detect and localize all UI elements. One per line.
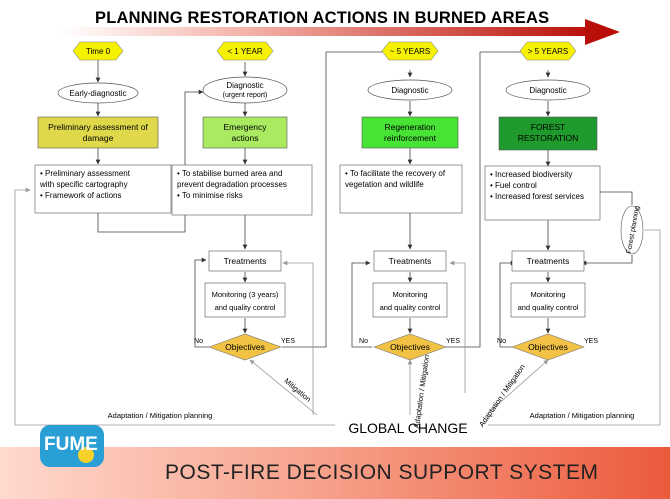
- monitoring-label-0: Monitoring (3 years): [212, 290, 279, 299]
- no-label-0: No: [194, 338, 203, 345]
- diagnostic-label-2: Diagnostic: [391, 86, 428, 95]
- objectives-diamond-2: [511, 333, 585, 361]
- action-box-1: [202, 116, 288, 149]
- monitoring-label-2: Monitoring: [530, 290, 565, 299]
- monitoring-label-1-b: and quality control: [380, 303, 441, 312]
- action-label-2: Regeneration: [384, 122, 435, 132]
- connectors: [95, 51, 633, 348]
- action-label-2-b: reinforcement: [384, 133, 437, 143]
- objective-line-1-2: • To minimise risks: [177, 191, 243, 200]
- treatments-box-0: [208, 250, 282, 272]
- diagnostic-ellipse-0: [57, 82, 139, 104]
- time-hexagon-1: [216, 41, 274, 61]
- forest-planning-ellipse: [620, 205, 644, 255]
- objective-line-0-2: • Framework of actions: [40, 191, 122, 200]
- yes-label-0: YES: [281, 338, 295, 345]
- footer-band: [0, 447, 670, 499]
- objective-line-3-1: • Fuel control: [490, 181, 537, 190]
- objectives-diamond-label-2: Objectives: [528, 342, 568, 352]
- treatments-box-1: [373, 250, 447, 272]
- objective-line-0-0: • Preliminary assessment: [40, 169, 131, 178]
- objectives-diamond-0: [208, 333, 282, 361]
- objective-line-3-2: • Increased forest services: [490, 192, 584, 201]
- footer-title: POST-FIRE DECISION SUPPORT SYSTEM: [165, 461, 599, 484]
- monitoring-label-0-b: and quality control: [215, 303, 276, 312]
- diagram-title: PLANNING RESTORATION ACTIONS IN BURNED A…: [95, 9, 550, 27]
- objective-line-2-0: • To facilitate the recovery of: [345, 169, 446, 178]
- monitoring-label-1: Monitoring: [392, 290, 427, 299]
- time-hexagon-3: [519, 41, 577, 61]
- treatments-label-2: Treatments: [527, 256, 570, 266]
- treatments-label-1: Treatments: [389, 256, 432, 266]
- objective-line-1-0: • To stabilise burned area and: [177, 169, 282, 178]
- monitoring-box-0: [204, 282, 286, 318]
- time-hexagon-0: [72, 41, 124, 61]
- adaptation-right-label: Adaptation / Mitigation planning: [530, 411, 635, 420]
- objectives-box-3: [484, 165, 601, 221]
- diagnostic-label-3: Diagnostic: [529, 86, 566, 95]
- no-label-2: No: [497, 338, 506, 345]
- action-label-1: Emergency: [224, 122, 268, 132]
- objective-line-0-1: with specific cartography: [39, 180, 128, 189]
- global-change-label: GLOBAL CHANGE: [348, 420, 467, 436]
- treatments-box-2: [511, 250, 585, 272]
- action-box-0: [37, 116, 159, 149]
- yes-label-1: YES: [446, 338, 460, 345]
- action-label-0-b: damage: [83, 133, 114, 143]
- action-box-2: [361, 116, 459, 149]
- diagnostic-ellipse-2: [367, 79, 453, 101]
- time-label-0: Time 0: [86, 47, 111, 56]
- treatments-label-0: Treatments: [224, 256, 267, 266]
- timeline-arrow: [62, 19, 620, 45]
- diagnostic-ellipse-3: [505, 79, 591, 101]
- objectives-box-0: [34, 164, 172, 214]
- action-label-0: Preliminary assessment of: [48, 122, 148, 132]
- action-label-3: FOREST: [531, 122, 565, 132]
- objectives-diamond-1: [373, 333, 447, 361]
- fume-logo: FUME: [40, 425, 110, 469]
- adaptation-mid2-label: Adaptation / Mitigation: [477, 363, 527, 429]
- no-label-1: No: [359, 338, 368, 345]
- diagnostic-ellipse-1: [202, 76, 288, 104]
- time-label-3: > 5 YEARS: [528, 47, 569, 56]
- adaptation-mid-label: Adaptation / Mitigation: [412, 354, 431, 429]
- objectives-diamond-label-1: Objectives: [390, 342, 430, 352]
- objective-line-1-1: prevent degradation processes: [177, 180, 287, 189]
- action-box-3: [498, 116, 598, 151]
- monitoring-box-1: [372, 282, 448, 318]
- time-label-1: < 1 YEAR: [227, 47, 262, 56]
- diagnostic-label-0: Early-diagnostic: [70, 89, 127, 98]
- objectives-box-2: [339, 164, 463, 214]
- action-label-1-b: actions: [232, 133, 259, 143]
- monitoring-box-2: [510, 282, 586, 318]
- diagnostic-sub-1: (urgent report): [223, 92, 268, 99]
- action-label-3-b: RESTORATION: [518, 133, 579, 143]
- time-hexagon-2: [381, 41, 439, 61]
- yes-label-2: YES: [584, 338, 598, 345]
- diagnostic-label-1: Diagnostic: [226, 81, 263, 90]
- objectives-box-1: [171, 164, 313, 216]
- adaptation-left-label: Adaptation / Mitigation planning: [108, 411, 213, 420]
- monitoring-label-2-b: and quality control: [518, 303, 579, 312]
- feedback-lines: [14, 187, 661, 426]
- objectives-diamond-label-0: Objectives: [225, 342, 265, 352]
- objective-line-3-0: • Increased biodiversity: [490, 170, 572, 179]
- time-label-2: ~ 5 YEARS: [390, 47, 431, 56]
- objective-line-2-1: vegetation and wildlife: [345, 180, 424, 189]
